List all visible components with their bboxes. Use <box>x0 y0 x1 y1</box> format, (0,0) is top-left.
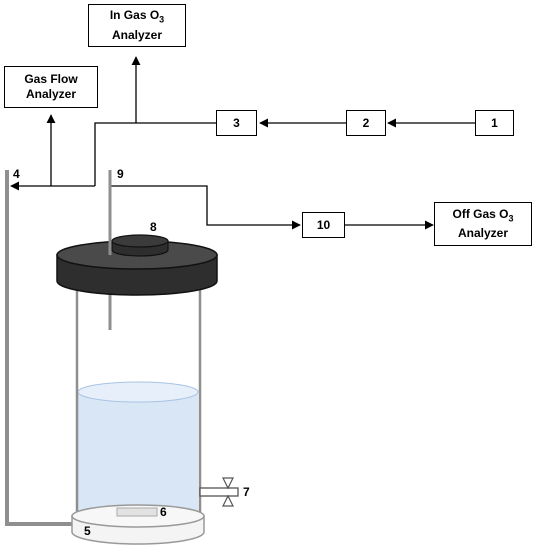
component-box-2-label: 2 <box>362 115 370 130</box>
component-box-1-label: 1 <box>491 115 498 130</box>
component-box-10-label: 10 <box>316 217 331 232</box>
off-gas-label: Off Gas O <box>452 206 509 221</box>
label-7: 7 <box>243 485 250 499</box>
label-5: 5 <box>84 524 91 538</box>
label-9: 9 <box>117 167 124 181</box>
flow-lines <box>10 56 475 230</box>
liquid-surface <box>77 381 199 403</box>
gas-flow-analyzer-label: Analyzer <box>25 87 77 101</box>
component-box-10: 10 <box>302 212 345 238</box>
in-gas-label: In Gas O <box>109 8 160 23</box>
lid-port-8 <box>111 234 169 248</box>
component-box-3-label: 3 <box>233 115 240 130</box>
line-9-to-10 <box>110 185 301 230</box>
label-8: 8 <box>150 220 157 234</box>
vessel-lid <box>56 234 218 296</box>
gas-flow-analyzer-box: Gas Flow Analyzer <box>4 66 98 108</box>
gas-flow-label: Gas Flow <box>24 72 78 86</box>
in-gas-o3-analyzer-box: In Gas O3 Analyzer <box>88 4 186 47</box>
component-box-3: 3 <box>216 110 257 136</box>
sample-port-valve <box>199 477 239 507</box>
in-gas-subscript: 3 <box>159 14 165 25</box>
off-gas-subscript: 3 <box>508 213 514 224</box>
label-4: 4 <box>13 167 20 181</box>
line-3-to-split <box>94 122 216 186</box>
in-gas-analyzer-label: Analyzer <box>111 27 163 42</box>
off-gas-analyzer-label: Analyzer <box>457 226 509 241</box>
component-box-2: 2 <box>346 110 386 136</box>
off-gas-o3-analyzer-box: Off Gas O3 Analyzer <box>434 202 532 246</box>
inlet-tube <box>5 170 76 526</box>
diffuser <box>116 507 158 517</box>
reactor-vessel <box>56 170 239 545</box>
label-6: 6 <box>160 505 167 519</box>
component-box-1: 1 <box>475 110 514 136</box>
liquid <box>78 392 198 517</box>
